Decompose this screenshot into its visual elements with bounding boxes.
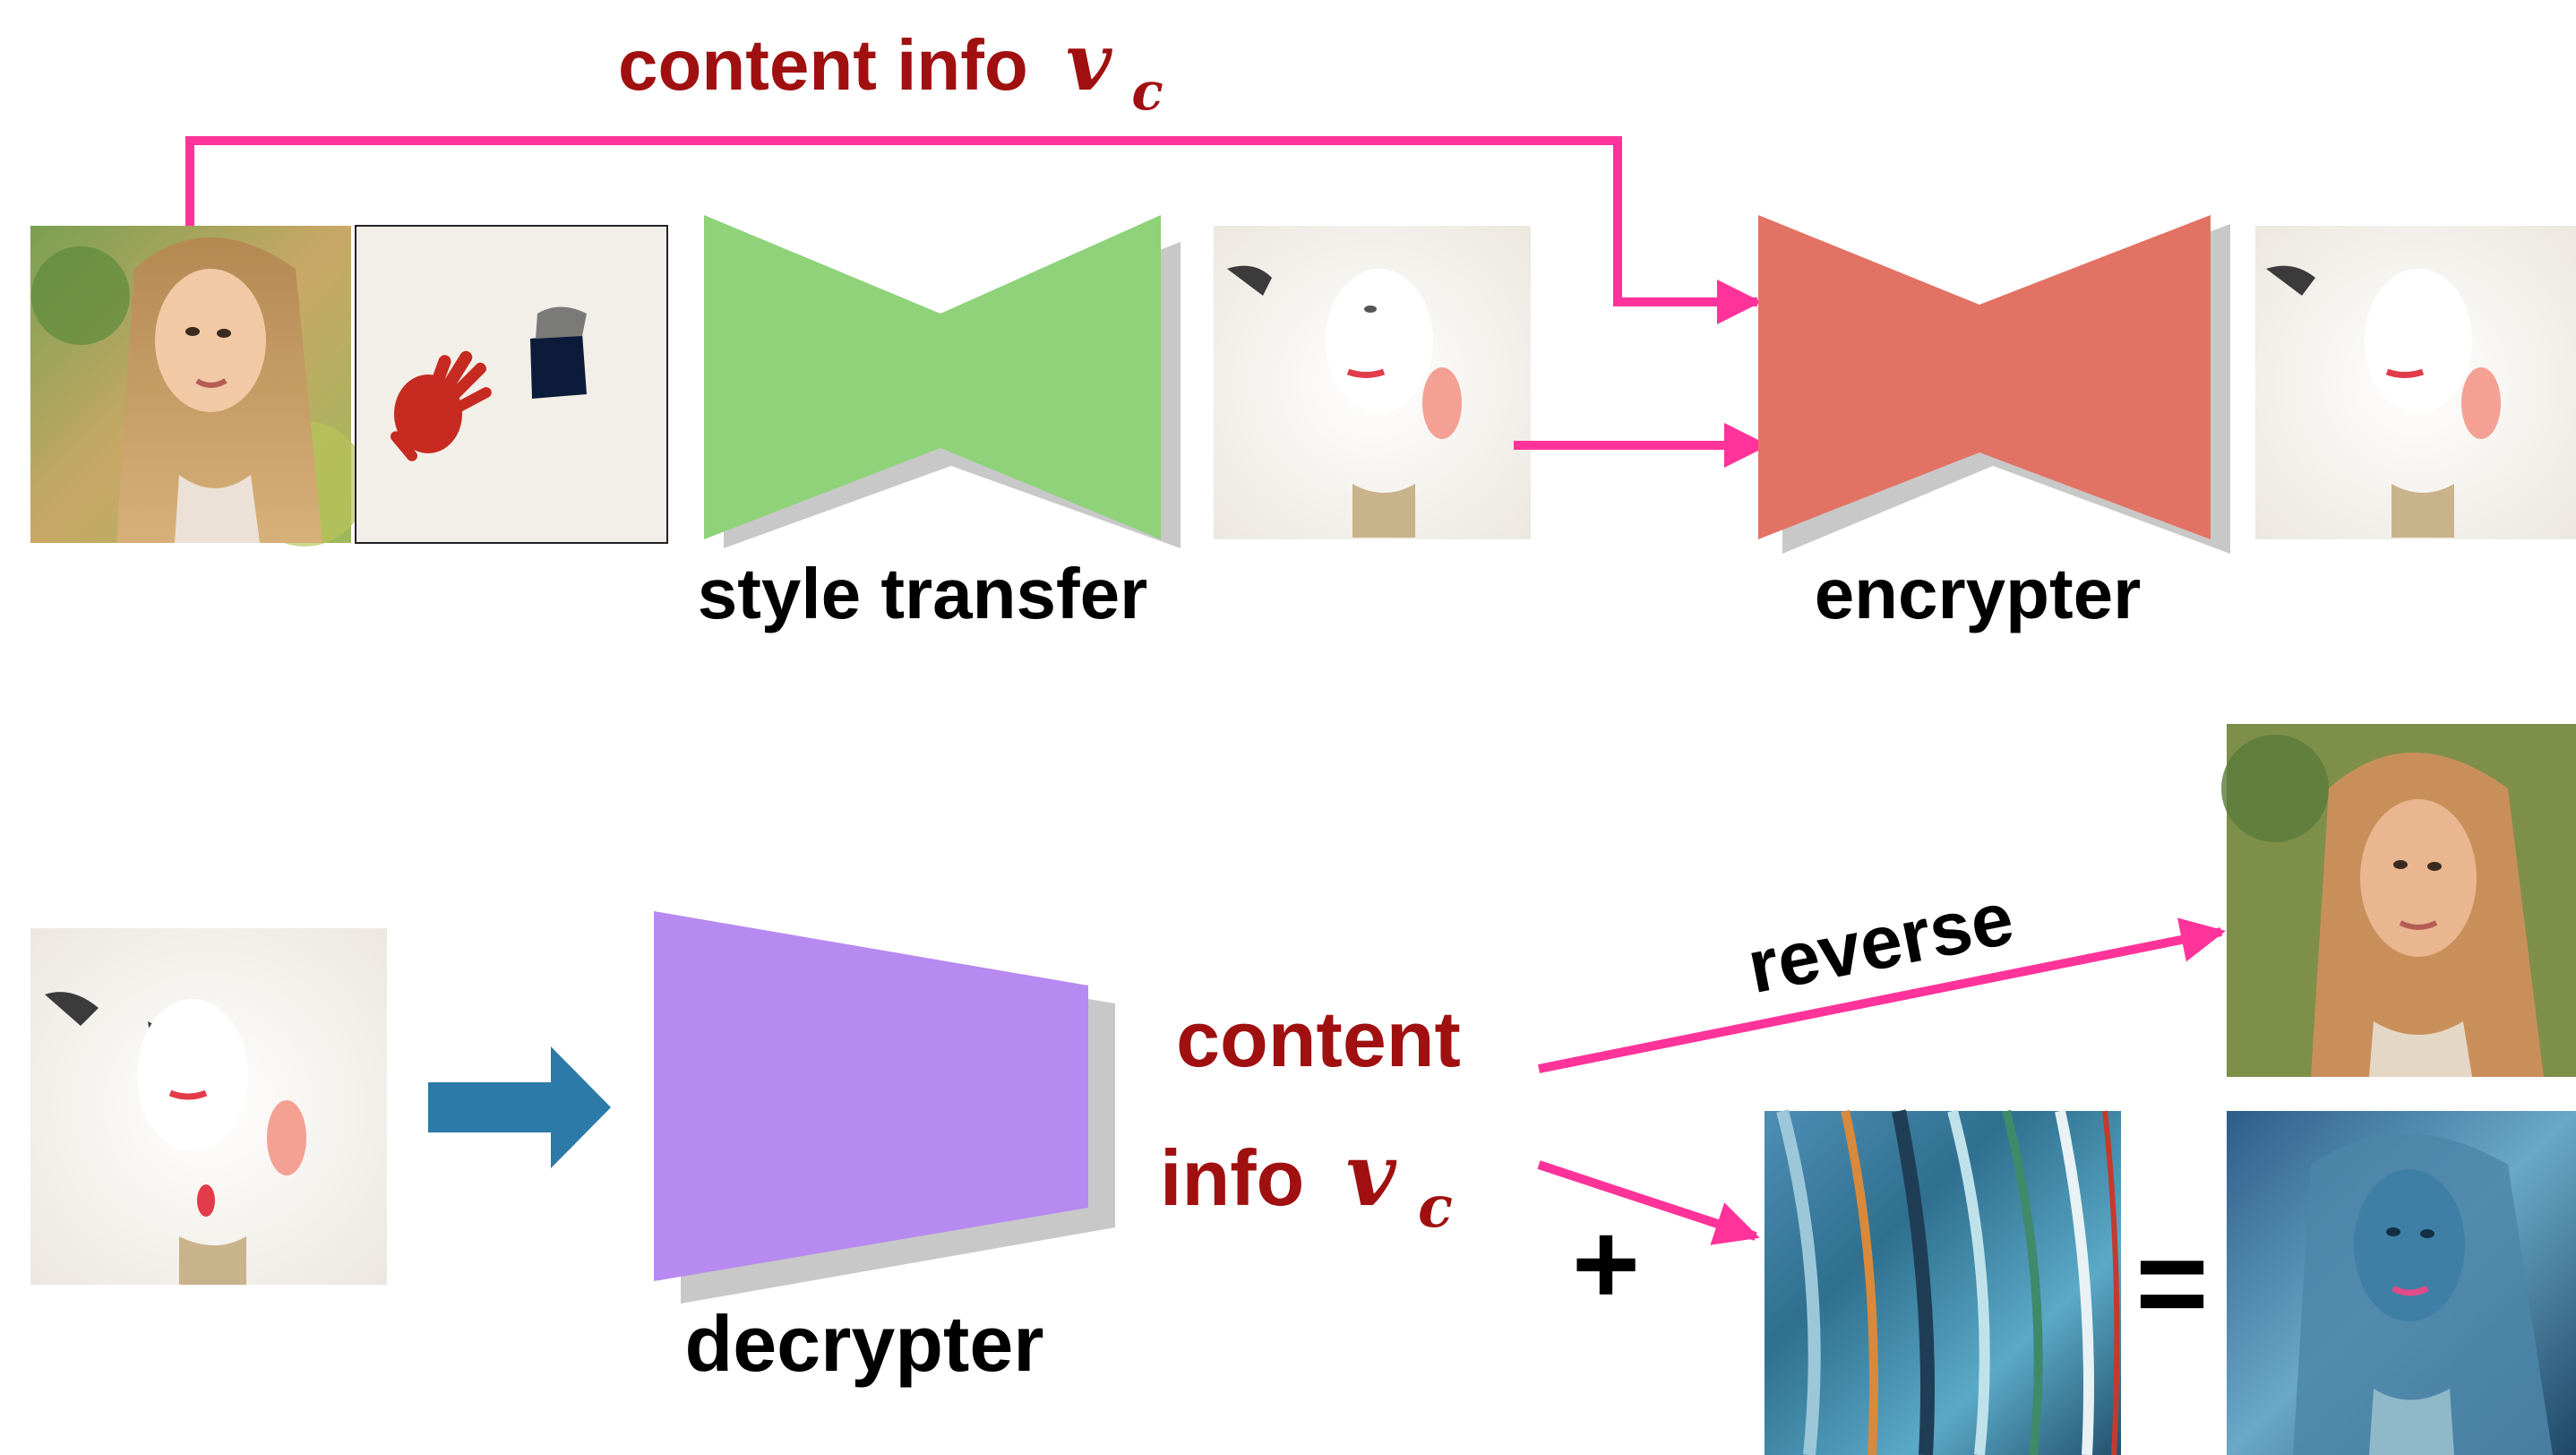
- style-image-handprint: [355, 225, 668, 544]
- new-style-image: [1765, 1109, 2121, 1455]
- decrypter-label: decrypter: [684, 1299, 1043, 1388]
- handprint-icon: [391, 350, 492, 461]
- content-photo: [30, 226, 367, 547]
- plus-sign: +: [1572, 1198, 1640, 1329]
- bottom-content-label: content: [1176, 994, 1461, 1083]
- content-info-path-arrow: [185, 136, 1762, 324]
- input-arrow-icon: [428, 1046, 611, 1168]
- encrypter-network: [1758, 215, 2230, 554]
- decrypter-network: [654, 911, 1115, 1304]
- encrypted-input: [30, 928, 387, 1285]
- encrypted-output: [2255, 226, 2576, 539]
- bottom-info-label: info v c: [1160, 1124, 1453, 1241]
- reverse-arrow: [1538, 917, 2226, 1073]
- equals-sign: =: [2135, 1212, 2209, 1353]
- style-transfer-label: style transfer: [698, 554, 1147, 633]
- content-to-style-arrow: [1537, 1160, 1760, 1245]
- stylized-output: [1214, 226, 1531, 539]
- content-info-label: content info v c: [618, 15, 1163, 122]
- style-transfer-network: [704, 215, 1181, 548]
- restyled-output: [2227, 1111, 2576, 1455]
- reversed-output: [2221, 724, 2576, 1077]
- reverse-label: reverse: [1741, 875, 2020, 1009]
- encrypter-label: encrypter: [1815, 554, 2142, 633]
